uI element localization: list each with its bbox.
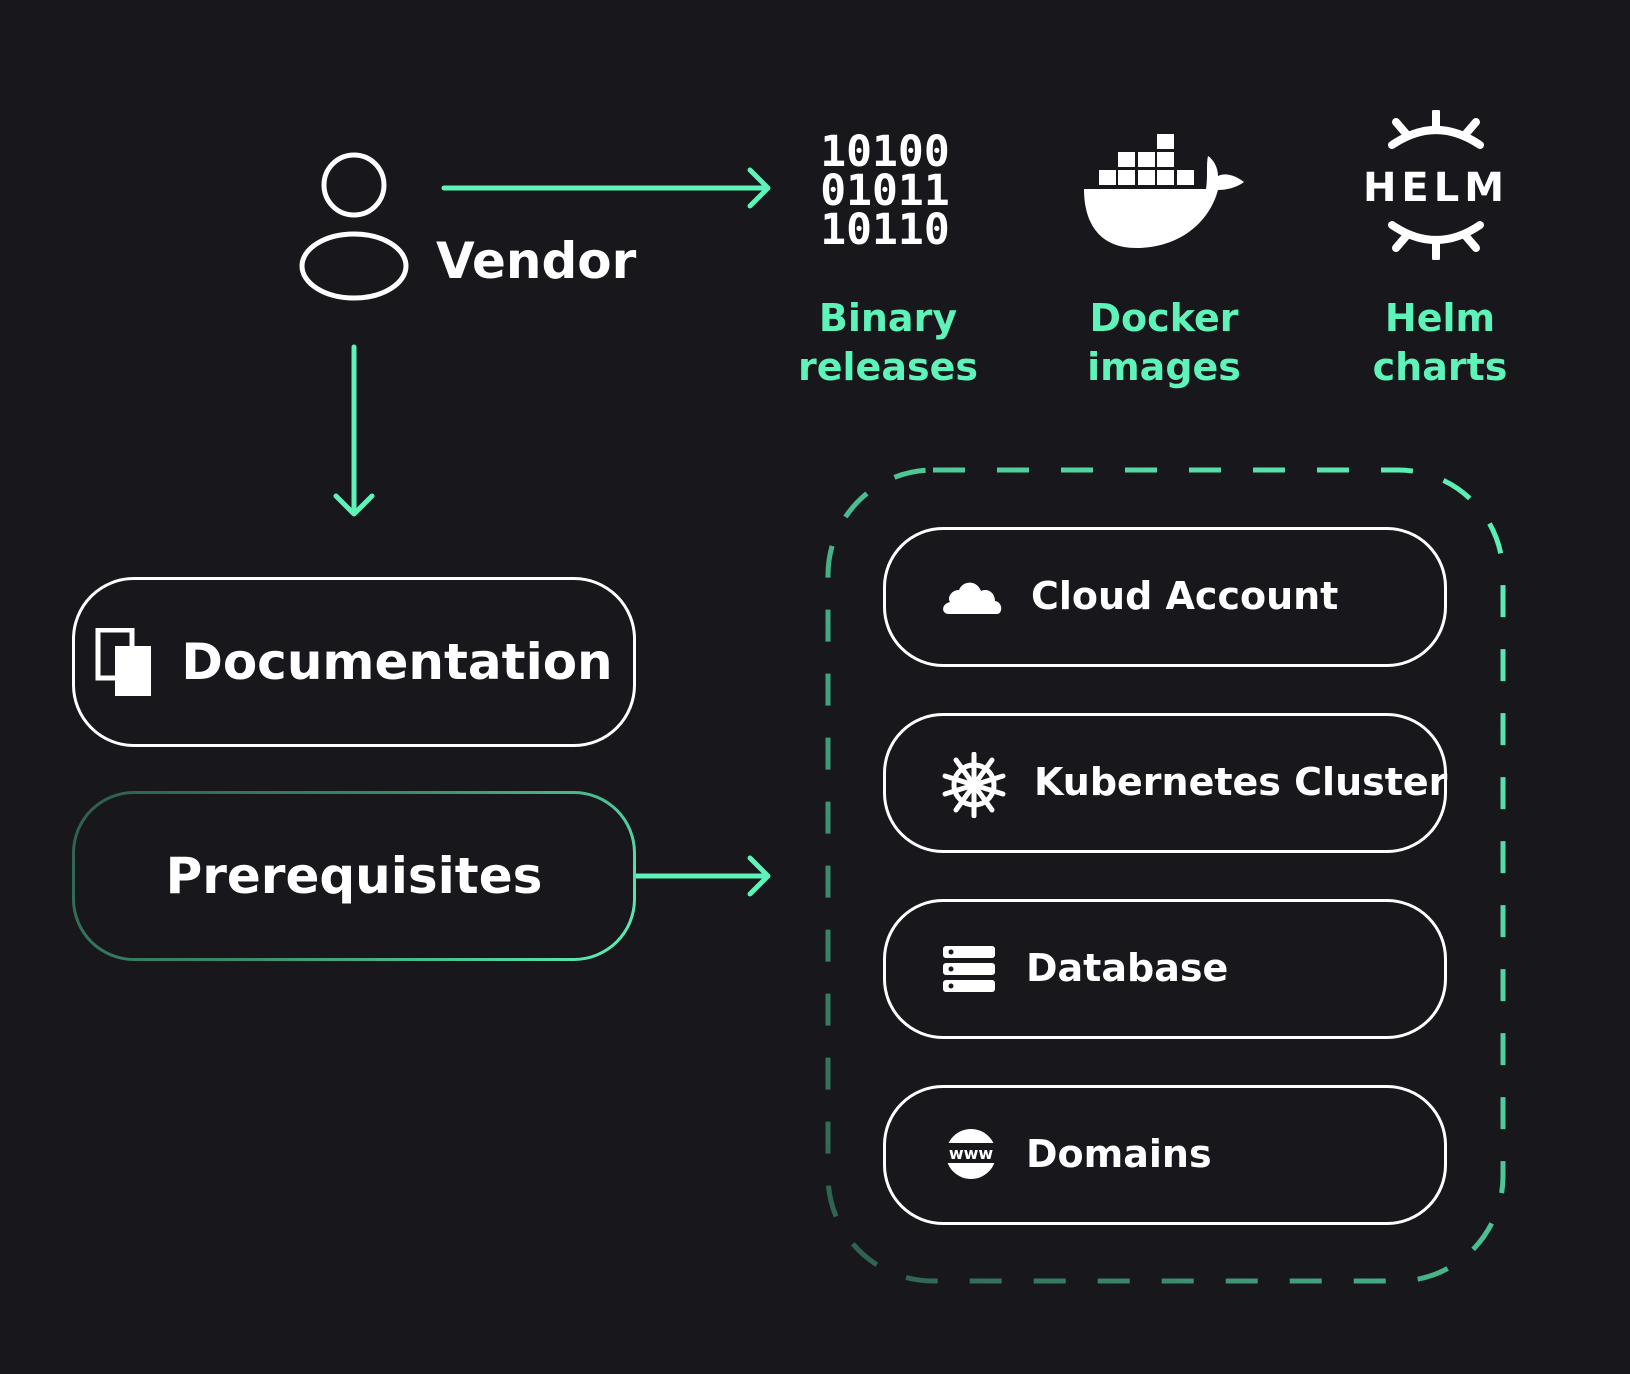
- kubernetes-wheel-icon: [942, 752, 1006, 818]
- vendor-to-artifacts-arrow: [441, 167, 771, 209]
- prereq-to-group-arrow: [633, 855, 771, 897]
- helm-charts-label: Helm charts: [1330, 294, 1550, 392]
- documentation-node: Documentation: [72, 577, 636, 747]
- database-icon: [943, 946, 995, 992]
- docker-whale-icon: [1084, 134, 1244, 248]
- documentation-label: Documentation: [181, 633, 613, 691]
- kubernetes-cluster-label: Kubernetes Cluster: [1034, 760, 1448, 804]
- binary-releases-label-line2: releases: [798, 345, 978, 389]
- prerequisites-group-container: [825, 467, 1506, 1284]
- cloud-account-label: Cloud Account: [1031, 574, 1339, 618]
- kubernetes-cluster-node: Kubernetes Cluster: [883, 713, 1447, 853]
- vendor-to-docs-arrow: [333, 344, 375, 517]
- domains-node: www Domains: [883, 1085, 1447, 1225]
- helm-charts-label-line1: Helm: [1384, 296, 1496, 340]
- helm-wheel-icon: [1388, 110, 1484, 260]
- www-icon-text: www: [949, 1144, 994, 1163]
- prerequisites-label: Prerequisites: [165, 847, 543, 905]
- binary-icon: 10100 01011 10110: [820, 127, 950, 255]
- documents-icon: [95, 628, 152, 696]
- binary-releases-label-line1: Binary: [818, 296, 958, 340]
- domains-label: Domains: [1026, 1132, 1212, 1176]
- database-label: Database: [1026, 946, 1229, 990]
- helm-wordmark: HELM: [1362, 165, 1510, 211]
- prerequisites-node: Prerequisites: [72, 791, 636, 961]
- www-globe-icon: www: [941, 1129, 1001, 1179]
- binary-releases-label: Binary releases: [778, 294, 998, 392]
- docker-images-label-line2: images: [1087, 345, 1241, 389]
- cloud-account-node: Cloud Account: [883, 527, 1447, 667]
- docker-images-label: Docker images: [1054, 294, 1274, 392]
- vendor-label: Vendor: [436, 232, 637, 290]
- database-node: Database: [883, 899, 1447, 1039]
- helm-charts-label-line2: charts: [1372, 345, 1508, 389]
- docker-images-label-line1: Docker: [1089, 296, 1239, 340]
- user-icon: [299, 152, 409, 301]
- cloud-icon: [943, 582, 1002, 614]
